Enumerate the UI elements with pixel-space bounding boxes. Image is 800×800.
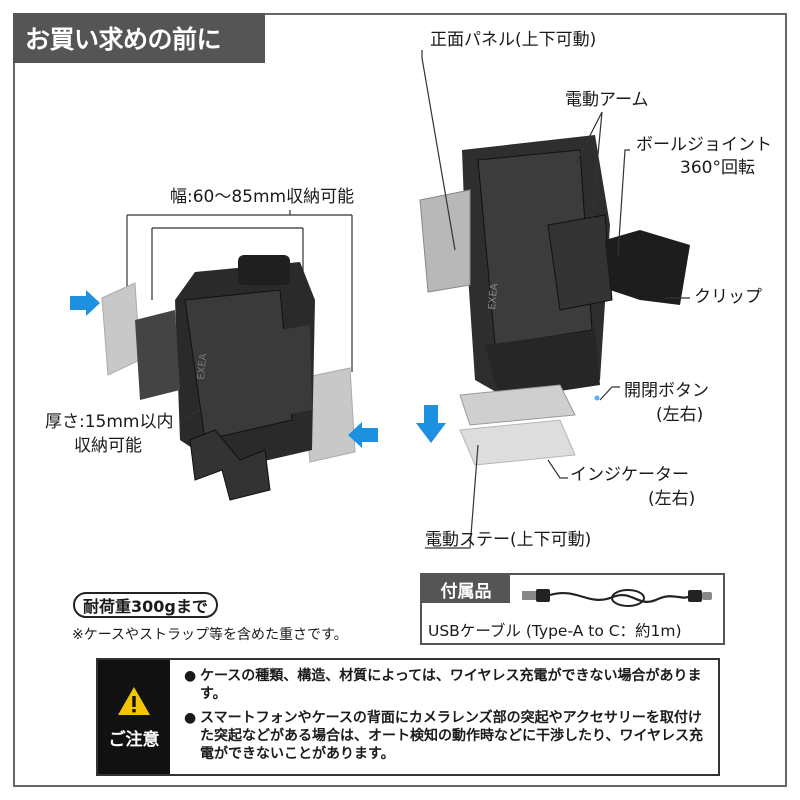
indicator-sides-label: (左右)	[648, 489, 696, 509]
bullet: ●	[184, 668, 197, 684]
usb-cable-description: USBケーブル (Type-A to C：約1m)	[428, 622, 682, 640]
caution-text: ケースの種類、構造、材質によっては、ワイヤレス充電ができない場合があります。	[200, 668, 702, 702]
motor-stay-label: 電動ステー(上下可動)	[425, 530, 592, 550]
ball-joint-rotation-label: 360°回転	[680, 158, 755, 178]
caution-text: スマートフォンやケースの背面にカメラレンズ部の突起やアクセサリーを取付けた突起な…	[200, 709, 704, 762]
usb-cable-icon	[522, 589, 712, 607]
width-label: 幅:60～85mm収納可能	[170, 187, 355, 207]
caution-item: ● ケースの種類、構造、材質によっては、ワイヤレス充電ができない場合があります。	[184, 668, 710, 704]
open-button-sides-label: (左右)	[656, 405, 704, 425]
caution-title: ご注意	[108, 729, 160, 750]
accessories-heading: 付属品	[422, 575, 510, 603]
warning-icon	[118, 686, 150, 715]
load-capacity-badge: 耐荷重300gまで	[73, 592, 218, 618]
left-brand-text: EXEA	[196, 353, 209, 380]
thickness-label-storable: 収納可能	[74, 436, 142, 456]
caution-sidebar: ご注意	[98, 660, 170, 774]
motor-arm-label: 電動アーム	[565, 90, 649, 110]
squeeze-arrows	[70, 290, 378, 448]
caution-list: ● ケースの種類、構造、材質によっては、ワイヤレス充電ができない場合があります。…	[184, 668, 710, 770]
bullet: ●	[184, 709, 197, 726]
left-holder-body: EXEA	[135, 255, 315, 501]
right-brand-text: EXEA	[487, 283, 500, 310]
page-title: お買い求めの前に	[13, 13, 265, 63]
open-button-label: 開閉ボタン	[624, 381, 709, 401]
thickness-label: 厚さ:15mm以内	[45, 412, 174, 432]
right-leader-lines	[421, 50, 690, 549]
thickness-leader	[182, 409, 201, 421]
accessories-box: 付属品 USBケーブル (Type-A to C：約1m)	[420, 573, 725, 645]
front-panel-label: 正面パネル(上下可動)	[430, 30, 597, 50]
ball-joint-label: ボールジョイント	[636, 135, 772, 155]
right-holder: EXEA	[419, 135, 690, 466]
load-capacity-note: ※ケースやストラップ等を含めた重さです。	[72, 627, 348, 643]
caution-item: ● スマートフォンやケースの背面にカメラレンズ部の突起やアクセサリーを取付けた突…	[184, 710, 710, 764]
caution-panel: ご注意 ● ケースの種類、構造、材質によっては、ワイヤレス充電ができない場合があ…	[96, 658, 720, 776]
down-arrow	[416, 405, 446, 443]
indicator-label: インジケーター	[570, 465, 689, 485]
left-arm-extended	[101, 282, 356, 463]
clip-label: クリップ	[694, 287, 762, 307]
